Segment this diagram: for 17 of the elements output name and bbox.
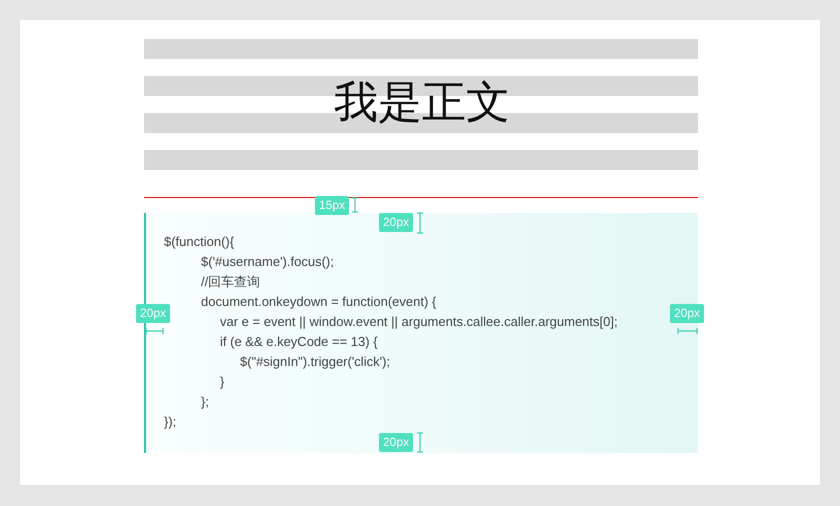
code-line: };	[201, 393, 209, 411]
code-line: $('#username').focus();	[201, 253, 334, 271]
code-line: document.onkeydown = function(event) {	[201, 293, 436, 311]
dimension-badge: 20px	[670, 304, 704, 323]
code-line: var e = event || window.event || arguments.callee.caller.arguments[0];	[220, 313, 618, 331]
code-line: $(function(){	[164, 233, 234, 251]
heading-text: 我是正文	[334, 76, 510, 130]
code-line: if (e && e.keyCode == 13) {	[220, 333, 378, 351]
dimension-badge: 20px	[136, 304, 170, 323]
text-block	[144, 39, 698, 170]
dimension-badge: 15px	[315, 196, 350, 215]
dimension-badge: 20px	[379, 433, 414, 452]
code-line: //回车查询	[201, 273, 260, 291]
dimension-badge: 20px	[379, 213, 414, 232]
code-line: });	[164, 413, 176, 431]
code-line: }	[220, 373, 224, 391]
code-line: $("#signIn").trigger('click');	[240, 353, 390, 371]
